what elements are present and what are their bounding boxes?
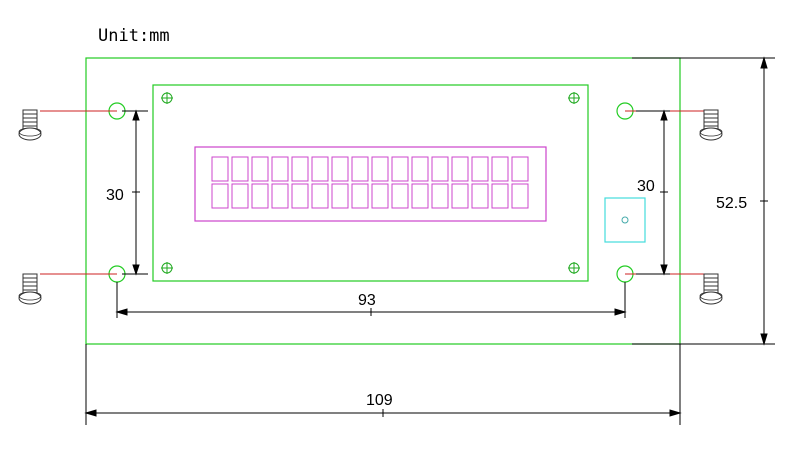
dimension-right-30 xyxy=(636,109,670,276)
dimension-93-label: 93 xyxy=(358,292,376,309)
character-cell xyxy=(271,183,289,209)
character-cell xyxy=(411,156,429,182)
dimension-52-5-label: 52.5 xyxy=(716,195,747,212)
character-cell xyxy=(451,183,469,209)
character-cell xyxy=(491,183,509,209)
character-cell xyxy=(291,156,309,182)
character-cell xyxy=(211,156,229,182)
character-cell xyxy=(311,156,329,182)
character-cell xyxy=(231,156,249,182)
character-cell xyxy=(511,183,529,209)
character-cell xyxy=(311,183,329,209)
backlight-pad xyxy=(604,197,646,243)
crosshair-icon xyxy=(160,261,174,275)
character-cell xyxy=(231,183,249,209)
character-cell xyxy=(371,156,389,182)
character-cell xyxy=(471,183,489,209)
crosshair-icon xyxy=(160,91,174,105)
pad-hole-icon xyxy=(621,216,629,224)
screw-icon xyxy=(699,109,723,141)
dimension-52-5 xyxy=(632,56,775,346)
character-cell xyxy=(471,156,489,182)
dimension-109-label: 109 xyxy=(366,392,393,409)
unit-label: Unit:mm xyxy=(98,26,170,46)
dimension-right-30-label: 30 xyxy=(637,178,655,195)
dimension-left-30-label: 30 xyxy=(106,187,124,204)
character-cell xyxy=(451,156,469,182)
character-cell xyxy=(291,183,309,209)
character-cell xyxy=(331,183,349,209)
character-cell xyxy=(371,183,389,209)
character-cell xyxy=(351,183,369,209)
lcd-bezel xyxy=(152,84,589,282)
crosshair-icon xyxy=(567,261,581,275)
screw-icon xyxy=(699,273,723,305)
screw-icon xyxy=(18,109,42,141)
character-cell xyxy=(491,156,509,182)
display-window xyxy=(194,146,547,222)
dimension-left-30 xyxy=(122,109,148,276)
screw-icon xyxy=(18,273,42,305)
dimension-93 xyxy=(115,282,627,318)
character-cell xyxy=(351,156,369,182)
character-cell xyxy=(331,156,349,182)
character-cell xyxy=(391,183,409,209)
character-cell xyxy=(251,183,269,209)
pcb-outline xyxy=(85,57,681,345)
character-cells xyxy=(211,156,529,209)
character-cell xyxy=(391,156,409,182)
character-cell xyxy=(251,156,269,182)
character-cell xyxy=(211,183,229,209)
dimension-109 xyxy=(84,344,682,425)
character-cell xyxy=(271,156,289,182)
crosshair-icon xyxy=(567,91,581,105)
character-cell xyxy=(431,183,449,209)
character-cell xyxy=(511,156,529,182)
character-cell xyxy=(411,183,429,209)
character-cell xyxy=(431,156,449,182)
